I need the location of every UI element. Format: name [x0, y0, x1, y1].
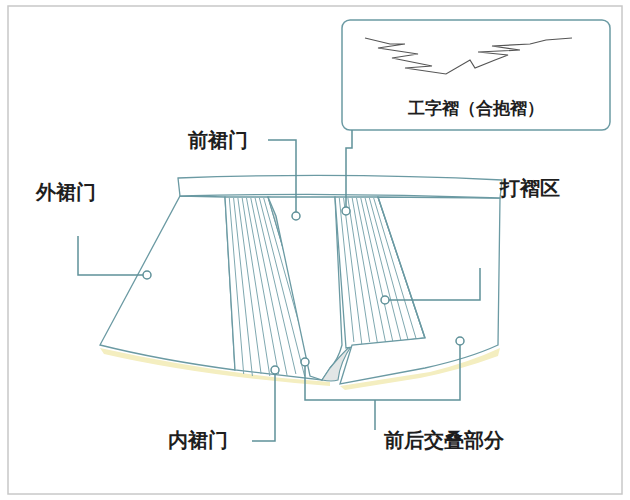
pleat-zigzag [365, 38, 572, 74]
part-label: 外裙门 [36, 180, 96, 204]
leader-lines [78, 130, 480, 441]
frame [8, 6, 622, 494]
callout-title: 工字褶（合抱褶） [342, 97, 610, 120]
part-label: 打褶区 [500, 176, 560, 200]
callout-dots [143, 207, 464, 374]
front-panel [268, 197, 342, 380]
part-label: 内裙门 [168, 428, 228, 452]
part-label: 前后交叠部分 [384, 428, 504, 452]
waistband [178, 175, 502, 198]
callout-box [342, 20, 610, 130]
part-label: 前裙门 [188, 128, 248, 152]
callout-box: 工字褶（合抱褶） [342, 20, 610, 130]
outer-panel [100, 196, 235, 370]
